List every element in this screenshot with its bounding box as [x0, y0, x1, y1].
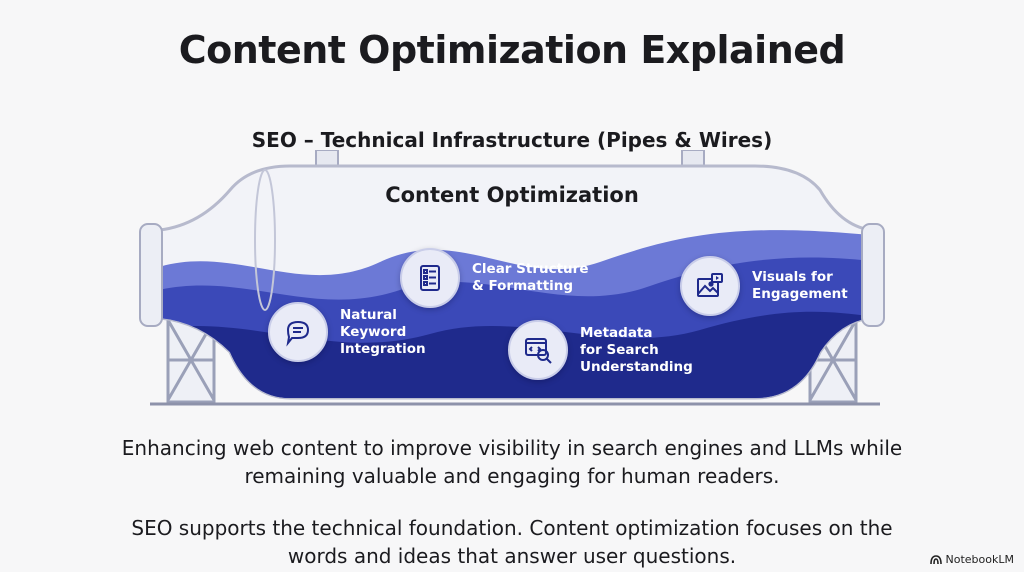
page-title: Content Optimization Explained	[178, 28, 846, 72]
code-search-icon	[508, 320, 568, 380]
feature-keyword-integration: Natural Keyword Integration	[268, 302, 426, 362]
notebooklm-logo-icon	[929, 554, 942, 564]
feature-metadata: Metadata for Search Understanding	[508, 320, 693, 380]
feature-label: Natural Keyword Integration	[340, 306, 426, 357]
brand-name: NotebookLM	[945, 553, 1014, 566]
speech-bubble-icon	[268, 302, 328, 362]
content-optimization-heading: Content Optimization	[385, 183, 639, 207]
image-video-icon	[680, 256, 740, 316]
feature-label: Clear Structure & Formatting	[472, 261, 589, 294]
pipe-label: SEO – Technical Infrastructure (Pipes & …	[251, 128, 773, 152]
brand-badge: NotebookLM	[929, 553, 1014, 566]
feature-label: Metadata for Search Understanding	[580, 324, 693, 375]
feature-label: Visuals for Engagement	[752, 269, 848, 302]
feature-clear-structure: Clear Structure & Formatting	[400, 248, 588, 308]
description-primary: Enhancing web content to improve visibil…	[121, 436, 903, 488]
description-secondary: SEO supports the technical foundation. C…	[131, 516, 893, 568]
document-list-icon	[400, 248, 460, 308]
feature-visuals: Visuals for Engagement	[680, 256, 848, 316]
